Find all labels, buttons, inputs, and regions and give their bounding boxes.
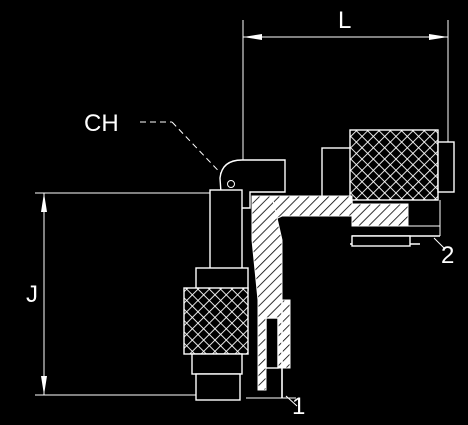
vertical-ferrule	[191, 353, 243, 375]
ch-callout: CH	[84, 110, 231, 184]
elbow-pivot	[227, 180, 235, 188]
vertical-tube-end	[195, 373, 241, 401]
port-1-label: 1	[292, 393, 305, 420]
port-labels: 1 2	[285, 237, 454, 420]
dimension-j: J	[26, 192, 250, 396]
dimension-l-label: L	[338, 7, 351, 34]
dimension-j-label: J	[26, 281, 38, 308]
arrow-top	[41, 193, 47, 212]
vertical-hex	[195, 267, 249, 291]
vertical-branch	[183, 189, 296, 401]
branch-end-cap	[437, 141, 455, 193]
port-2-leader	[433, 237, 445, 249]
ch-label: CH	[84, 110, 119, 137]
branch-nut-knurled	[349, 129, 439, 201]
vertical-housing	[209, 189, 243, 271]
horizontal-branch	[219, 129, 455, 247]
arrow-right	[429, 34, 448, 40]
port-1-leader	[285, 395, 298, 407]
vertical-nut-knurled	[183, 287, 249, 355]
arrow-left	[243, 34, 262, 40]
vertical-sleeve	[265, 317, 279, 369]
arrow-bottom	[41, 376, 47, 395]
port-2-label: 2	[441, 242, 454, 269]
branch-sleeve	[351, 235, 411, 247]
